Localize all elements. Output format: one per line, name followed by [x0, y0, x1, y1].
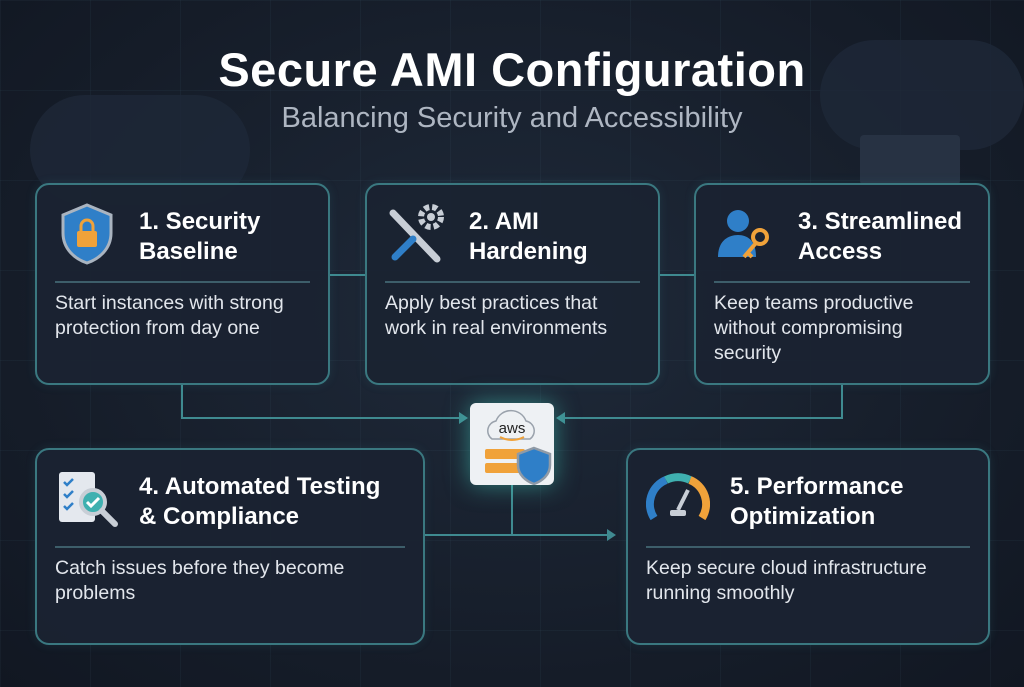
card-description: Start instances with strong protection f… [55, 292, 284, 339]
card-title: 4. Automated Testing& Compliance [139, 473, 381, 530]
background-server-rack [860, 135, 960, 185]
aws-ami-hub: aws [470, 403, 554, 486]
page-title: Secure AMI Configuration [218, 43, 806, 96]
card-description: Keep secure cloud infrastructure running… [646, 557, 927, 604]
divider [714, 281, 970, 283]
card-automated-testing: 4. Automated Testing& Compliance Catch i… [35, 448, 425, 645]
card-description: Catch issues before they become problems [55, 557, 345, 604]
aws-cloud-server-icon [485, 409, 552, 486]
aws-logo-text: aws [498, 420, 526, 437]
speedometer-icon [646, 473, 710, 521]
divider [385, 281, 640, 283]
checklist-magnifier-icon [59, 472, 118, 527]
card-description: Apply best practices that work in real e… [385, 292, 608, 339]
divider [55, 546, 405, 548]
card-description: Keep teams productive without compromisi… [714, 292, 914, 364]
wrench-gear-icon [389, 204, 444, 263]
divider [55, 281, 310, 283]
page-subtitle: Balancing Security and Accessibility [281, 102, 743, 134]
background-cloud-right [820, 40, 1024, 150]
shield-lock-icon [61, 203, 113, 265]
user-key-icon [718, 210, 769, 259]
divider [646, 546, 970, 548]
